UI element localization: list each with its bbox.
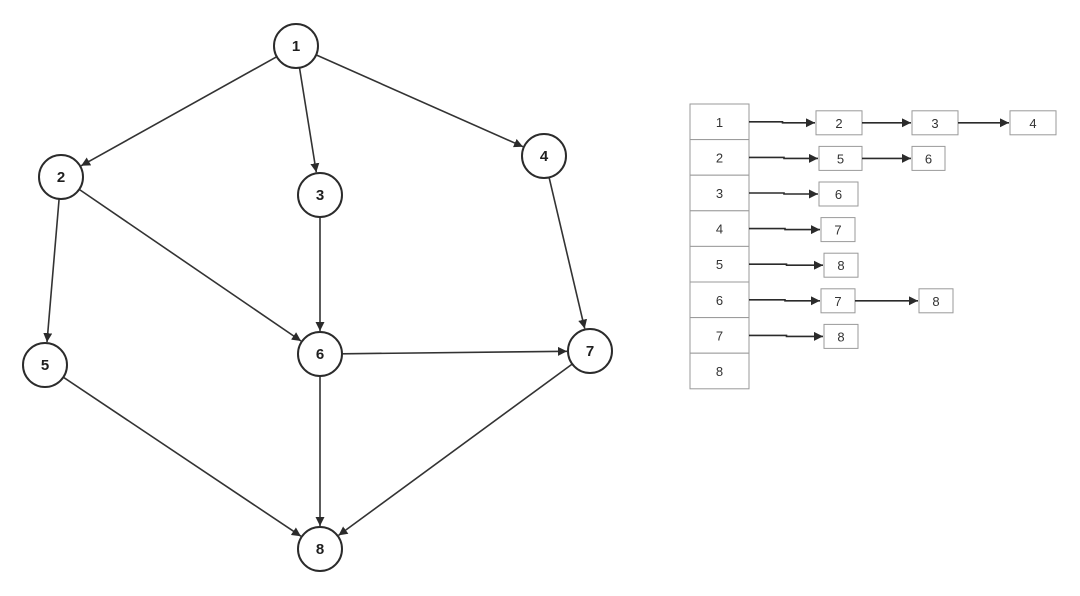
adj-vertex-cell-7: 7 — [689, 317, 750, 354]
adj-neighbor-label: 4 — [1029, 116, 1036, 131]
adj-vertex-label: 5 — [716, 257, 723, 272]
adj-neighbor-label: 5 — [837, 151, 844, 166]
adj-neighbor-cell-4-7: 7 — [820, 217, 856, 243]
adj-neighbor-label: 8 — [837, 258, 844, 273]
adj-neighbor-label: 8 — [837, 329, 844, 344]
adj-vertex-cell-2: 2 — [689, 139, 750, 176]
graph-node-6: 6 — [297, 331, 343, 377]
adj-neighbor-cell-7-8: 8 — [823, 323, 859, 349]
adj-vertex-cell-6: 6 — [689, 281, 750, 319]
adj-neighbor-cell-2-5: 5 — [818, 145, 863, 171]
graph-node-5: 5 — [22, 342, 68, 388]
adj-arrow-4-7 — [749, 225, 820, 235]
adj-vertex-cell-5: 5 — [689, 245, 750, 283]
node-circle — [273, 23, 319, 69]
node-label: 1 — [292, 38, 300, 55]
node-circle — [567, 328, 613, 374]
edge-1-4 — [315, 54, 524, 148]
graph-node-1: 1 — [273, 23, 319, 69]
node-label: 6 — [316, 346, 324, 363]
adj-vertex-label: 3 — [716, 186, 723, 201]
adj-neighbor-cell-1-3: 3 — [911, 110, 959, 136]
edge-6-7 — [341, 346, 568, 356]
adj-neighbor-label: 7 — [834, 294, 841, 309]
adj-neighbor-cell-6-8: 8 — [918, 288, 954, 314]
edge-5-8 — [62, 376, 302, 537]
edge-1-3 — [298, 67, 320, 173]
adj-arrow-1-2 — [749, 118, 815, 128]
adj-vertex-label: 6 — [716, 293, 723, 308]
graph-node-2: 2 — [38, 154, 84, 200]
graph-nodes: 1 2 3 4 5 6 7 8 — [22, 23, 613, 572]
adj-vertex-label: 2 — [716, 150, 723, 165]
adj-neighbor-cell-1-4: 4 — [1009, 110, 1057, 136]
edge-4-7 — [548, 177, 588, 329]
adj-neighbor-cell-5-8: 8 — [823, 252, 859, 278]
adj-vertex-cell-4: 4 — [689, 210, 750, 247]
node-circle — [521, 133, 567, 179]
adj-neighbor-cell-3-6: 6 — [818, 181, 859, 207]
adj-neighbor-label: 6 — [835, 187, 842, 202]
adj-vertex-cell-3: 3 — [689, 174, 750, 212]
adj-vertex-cell-8: 8 — [689, 352, 750, 390]
graph-node-7: 7 — [567, 328, 613, 374]
edge-1-2 — [80, 56, 278, 167]
edge-7-8 — [338, 363, 573, 537]
graph-edges — [43, 54, 588, 537]
adj-vertex-label: 8 — [716, 364, 723, 379]
adj-arrow-6-7 — [749, 296, 820, 306]
node-label: 4 — [540, 148, 549, 165]
node-label: 3 — [316, 187, 324, 204]
adj-neighbor-cell-6-7: 7 — [820, 288, 856, 314]
adj-vertex-cell-1: 1 — [689, 103, 750, 141]
adj-neighbor-cell-2-6: 6 — [911, 145, 946, 171]
adjacency-list: 1 2 3 4 2 5 6 3 6 4 7 5 8 6 7 8 7 8 8 — [689, 103, 1057, 390]
node-label: 2 — [57, 169, 65, 186]
adj-vertex-label: 4 — [716, 222, 723, 237]
adj-arrow-7-8 — [749, 331, 823, 341]
node-circle — [22, 342, 68, 388]
adj-arrow-5-8 — [749, 260, 823, 270]
node-label: 5 — [41, 357, 49, 374]
node-label: 7 — [586, 343, 594, 360]
graph-node-3: 3 — [297, 172, 343, 218]
edge-2-5 — [43, 198, 60, 343]
adj-vertex-label: 1 — [716, 115, 723, 130]
adj-neighbor-label: 3 — [931, 116, 938, 131]
edge-2-6 — [78, 188, 302, 342]
adj-neighbor-label: 6 — [925, 151, 932, 166]
adj-neighbor-label: 8 — [932, 294, 939, 309]
adj-neighbor-cell-1-2: 2 — [815, 110, 863, 136]
adj-vertex-label: 7 — [716, 328, 723, 343]
graph-node-4: 4 — [521, 133, 567, 179]
node-circle — [38, 154, 84, 200]
graph-node-8: 8 — [297, 526, 343, 572]
adj-arrow-3-6 — [749, 189, 818, 199]
adj-arrow-2-5 — [749, 153, 818, 163]
node-circle — [297, 331, 343, 377]
node-circle — [297, 526, 343, 572]
adj-neighbor-label: 7 — [834, 223, 841, 238]
node-label: 8 — [316, 541, 324, 558]
adj-neighbor-label: 2 — [835, 116, 842, 131]
node-circle — [297, 172, 343, 218]
